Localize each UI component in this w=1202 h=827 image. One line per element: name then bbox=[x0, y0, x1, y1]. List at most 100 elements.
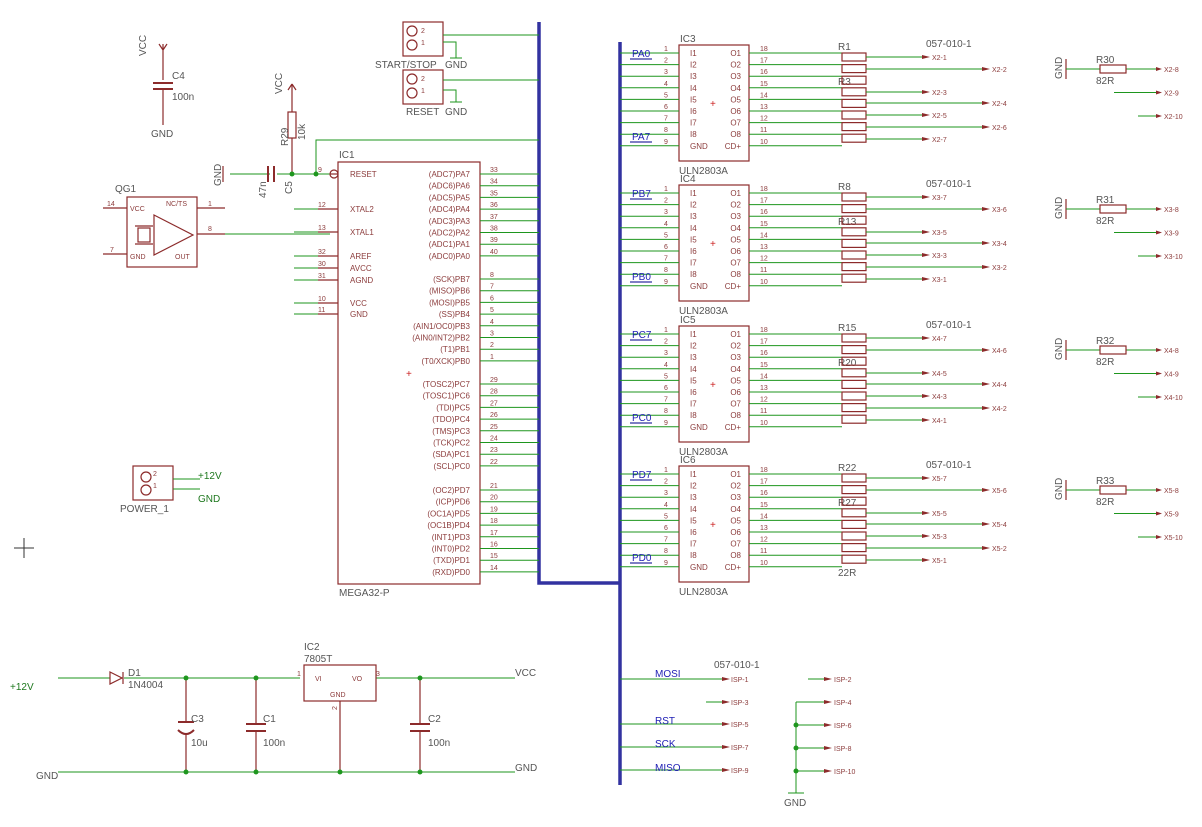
qg1-oscillator: QG1 VCC NC/TS GND OUT 14 1 7 8 bbox=[103, 184, 330, 268]
uln-output-pin-number: 11 bbox=[760, 267, 767, 274]
end-arrow bbox=[1156, 67, 1162, 71]
uln-resistor bbox=[841, 356, 867, 366]
uln-net-bottom: PC0 bbox=[632, 413, 652, 424]
uln-output-label: O2 bbox=[730, 482, 741, 491]
end-arrow bbox=[1156, 371, 1162, 376]
end-gnd-label: GND bbox=[1054, 478, 1065, 500]
uln-connector-name: 057-010-1 bbox=[926, 320, 972, 331]
power-supply-section: +12V GND VCC GND D1 1N4004 IC2 7805T VI … bbox=[10, 642, 537, 782]
r29-name: R29 bbox=[280, 127, 291, 146]
ic1-right-pin-label: (SDA)PC1 bbox=[433, 450, 471, 459]
ic1-right-pin-number: 26 bbox=[490, 412, 498, 419]
isp-right-arrow bbox=[824, 769, 832, 773]
end-gnd-label: GND bbox=[1054, 338, 1065, 360]
uln-input-pin-number: 2 bbox=[664, 339, 668, 346]
uln-input-label: I8 bbox=[690, 270, 697, 279]
ic1-left-pin-number: 30 bbox=[318, 261, 326, 268]
uln-connector-arrow bbox=[922, 230, 930, 234]
ic1-right-pin-number: 22 bbox=[490, 459, 498, 466]
end-connector-label: X5-8 bbox=[1164, 488, 1179, 495]
ic1-right-pin-label: (MISO)PB6 bbox=[429, 287, 470, 296]
uln-input-label: I8 bbox=[690, 130, 697, 139]
uln-input-label: I6 bbox=[690, 528, 697, 537]
uln-connector-label: X5-5 bbox=[932, 511, 947, 518]
uln-connector-label: X3-1 bbox=[932, 277, 947, 284]
uln-connector-arrow bbox=[982, 488, 990, 492]
uln-output-label: O2 bbox=[730, 61, 741, 70]
uln-connector-arrow bbox=[922, 371, 930, 375]
uln-output-pin-number: 16 bbox=[760, 69, 768, 76]
isp-connector: 057-010-1 ISP-1ISP-3ISP-5ISP-7ISP-9ISP-2… bbox=[620, 660, 856, 809]
uln-output-pin-number: 10 bbox=[760, 139, 768, 146]
uln-connector-arrow bbox=[922, 195, 930, 199]
uln-output-pin-number: 17 bbox=[760, 479, 768, 486]
uln-connector-label: X2-1 bbox=[932, 55, 947, 62]
uln-resistor-top: R15 bbox=[838, 323, 857, 334]
uln-resistor bbox=[841, 554, 867, 564]
uln-input-pin-number: 9 bbox=[664, 560, 668, 567]
uln-connector-arrow bbox=[922, 113, 930, 117]
uln-connector-label: X2-4 bbox=[992, 101, 1007, 108]
uln-connector-arrow bbox=[922, 90, 930, 94]
uln-output-pin-number: 10 bbox=[760, 420, 768, 427]
uln-connector-arrow bbox=[982, 101, 990, 105]
ic1-left-pin-number: 13 bbox=[318, 225, 326, 232]
end-connector-label: X3-9 bbox=[1164, 231, 1179, 238]
end-connector-label: X4-8 bbox=[1164, 348, 1179, 355]
ic1-left-pin-label: VCC bbox=[350, 299, 367, 308]
uln-connector-arrow bbox=[922, 534, 930, 538]
uln-input-pin-number: 5 bbox=[664, 373, 668, 380]
uln-input-label: I4 bbox=[690, 224, 697, 233]
uln-body bbox=[678, 465, 750, 583]
isp-right-label: ISP-8 bbox=[834, 746, 852, 753]
uln-output-pin-number: 14 bbox=[760, 232, 768, 239]
ic1-right-pins: 33(ADC7)PA734(ADC6)PA635(ADC5)PA536(ADC4… bbox=[412, 167, 539, 577]
uln-net-bottom: PD0 bbox=[632, 553, 652, 564]
c2-name: C2 bbox=[428, 714, 441, 725]
uln-input-pin-number: 6 bbox=[664, 244, 668, 251]
uln-output-label: O1 bbox=[730, 189, 741, 198]
c2-value: 100n bbox=[428, 738, 450, 749]
ic1-left-pin-number: 32 bbox=[318, 249, 326, 256]
uln-connector-arrow bbox=[982, 125, 990, 129]
v12-label-power1: +12V bbox=[198, 471, 222, 482]
uln-input-label: I4 bbox=[690, 365, 697, 374]
ic1-right-pin-number: 20 bbox=[490, 495, 498, 502]
net-sck: SCK bbox=[655, 739, 676, 750]
uln-input-pin-number: 1 bbox=[664, 186, 668, 193]
uln-input-pin-number: 6 bbox=[664, 525, 668, 532]
uln-output-label: CD+ bbox=[725, 563, 742, 572]
ic1-right-pin-label: (SCK)PB7 bbox=[433, 275, 470, 284]
uln-output-pin-number: 16 bbox=[760, 350, 768, 357]
ic1-left-pin-number: 9 bbox=[318, 167, 322, 174]
ic1-right-pin-label: (TOSC1)PC6 bbox=[423, 392, 471, 401]
uln-resistor bbox=[841, 133, 867, 143]
uln-output-label: O3 bbox=[730, 493, 741, 502]
uln-connector-arrow bbox=[922, 558, 930, 562]
isp-right-arrow bbox=[824, 700, 832, 704]
end-connector-label: X4-9 bbox=[1164, 372, 1179, 379]
uln-connector-arrow bbox=[922, 253, 930, 257]
uln-net-underline bbox=[630, 339, 652, 424]
ic1-right-pin-label: (ADC1)PA1 bbox=[429, 240, 471, 249]
uln-connector-label: X5-6 bbox=[992, 488, 1007, 495]
qg1-nc: NC/TS bbox=[166, 201, 187, 208]
uln-output-pin-number: 18 bbox=[760, 186, 768, 193]
uln-input-label: I5 bbox=[690, 95, 697, 104]
uln-input-label: I7 bbox=[690, 119, 697, 128]
ic1-right-pin-number: 36 bbox=[490, 202, 498, 209]
uln-resistor bbox=[841, 110, 867, 120]
uln-connector-label: X5-7 bbox=[932, 476, 947, 483]
ic1-right-pin-label: (TMS)PC3 bbox=[432, 427, 470, 436]
uln-input-pin-number: 3 bbox=[664, 69, 668, 76]
uln-connector-arrow bbox=[982, 207, 990, 211]
uln-input-pin-number: 2 bbox=[664, 58, 668, 65]
uln-input-pin-number: 8 bbox=[664, 408, 668, 415]
uln-connector-label: X2-5 bbox=[932, 113, 947, 120]
ic1-right-pin-number: 7 bbox=[490, 284, 494, 291]
end-arrow bbox=[1156, 207, 1162, 211]
c3-value: 10u bbox=[191, 738, 208, 749]
uln-resistor bbox=[841, 192, 867, 202]
qg1-p8: 8 bbox=[208, 226, 212, 233]
ic1-right-pin-label: (TOSC2)PC7 bbox=[423, 380, 471, 389]
